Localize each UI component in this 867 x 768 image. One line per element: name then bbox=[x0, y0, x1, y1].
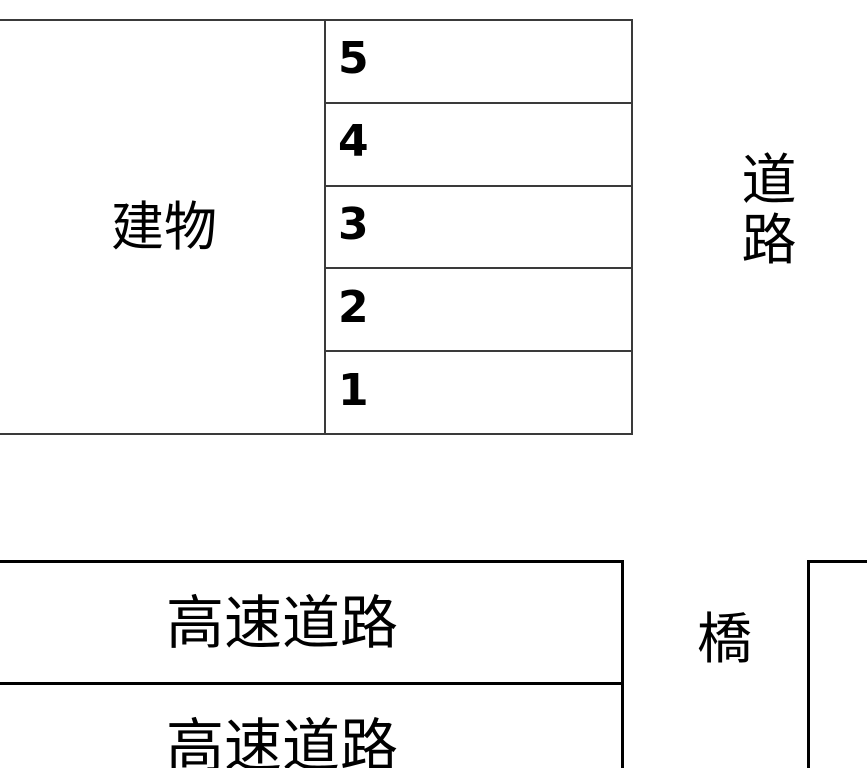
building-label: 建物 bbox=[111, 196, 217, 258]
bridge-label: 橋 bbox=[697, 607, 753, 671]
highway-label-upper: 高速道路 bbox=[165, 588, 398, 657]
floor-row-2: 2 bbox=[326, 269, 631, 353]
floor-number-4: 4 bbox=[338, 116, 369, 168]
road-label: 道 路 bbox=[740, 150, 798, 270]
floor-row-4: 4 bbox=[326, 104, 631, 187]
right-edge-box bbox=[807, 560, 867, 768]
floors-column: 5 4 3 2 1 bbox=[326, 21, 631, 433]
building-cell: 建物 bbox=[0, 21, 326, 433]
floor-row-1: 1 bbox=[326, 352, 631, 433]
floor-number-1: 1 bbox=[338, 364, 369, 416]
road-label-char-2: 路 bbox=[741, 208, 797, 272]
highway-row-upper: 高速道路 bbox=[0, 563, 621, 686]
floor-row-3: 3 bbox=[326, 187, 631, 270]
floor-number-5: 5 bbox=[338, 33, 369, 85]
building-floors-table: 建物 5 4 3 2 1 bbox=[0, 19, 633, 435]
highway-table: 高速道路 高速道路 bbox=[0, 560, 624, 768]
highway-label-lower: 高速道路 bbox=[165, 712, 398, 768]
highway-row-lower: 高速道路 bbox=[0, 685, 621, 768]
floor-row-5: 5 bbox=[326, 21, 631, 104]
road-label-char-1: 道 bbox=[741, 148, 797, 212]
floor-number-2: 2 bbox=[338, 281, 369, 333]
floor-number-3: 3 bbox=[338, 198, 369, 250]
